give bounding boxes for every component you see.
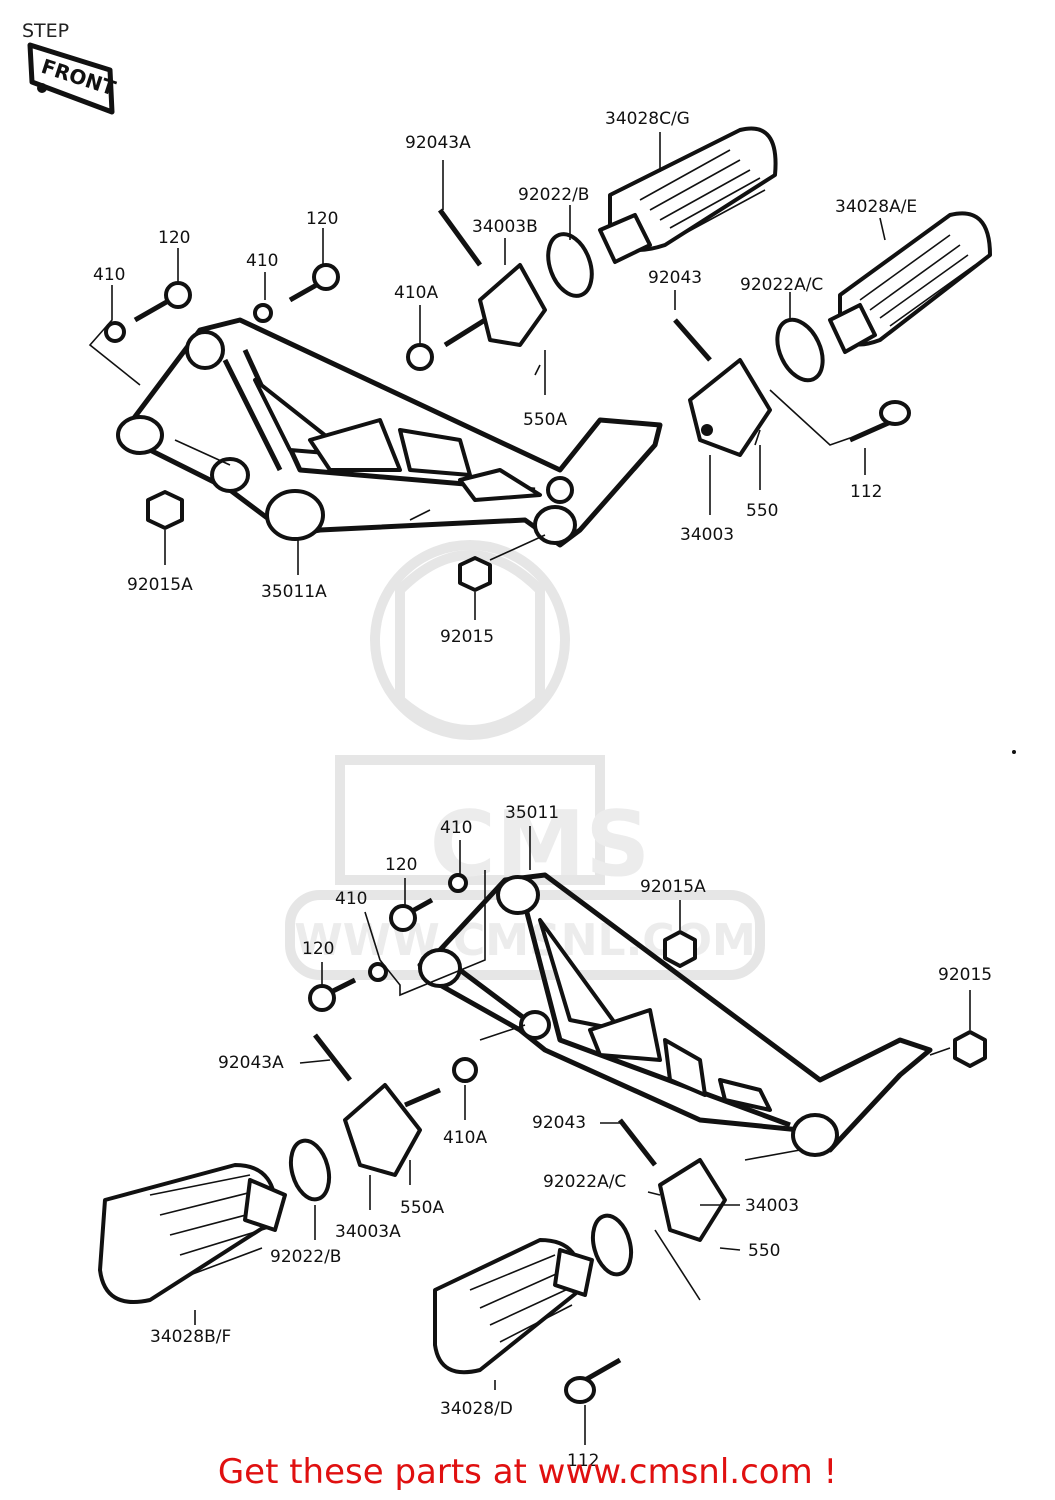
label-550a-lower: 550A (400, 1198, 444, 1218)
washer-410a (406, 343, 434, 371)
washer-92022a-c-lower (590, 1213, 634, 1277)
label-92015a-lower: 92015A (640, 877, 706, 897)
label-92022-b-upper: 92022/B (518, 185, 589, 205)
page-title: STEP (22, 20, 70, 42)
label-34003b: 34003B (472, 217, 538, 237)
bolt-120-lower-b-head (389, 904, 417, 932)
label-34003a: 34003A (335, 1222, 401, 1242)
label-550-upper: 550 (746, 501, 778, 521)
label-410-upper-a: 410 (93, 265, 125, 285)
front-marker: FRONT (27, 42, 119, 115)
bolt-120-a (133, 297, 172, 323)
label-92015-lower: 92015 (938, 965, 992, 985)
label-550-lower: 550 (748, 1241, 780, 1261)
bolt-34003b-stud (443, 317, 487, 348)
label-92043a-lower: 92043A (218, 1053, 284, 1073)
bolt-112-head (879, 400, 911, 426)
label-120-lower-b: 120 (302, 939, 334, 959)
label-92043-lower: 92043 (532, 1113, 586, 1133)
label-92022a-c-upper: 92022A/C (740, 275, 823, 295)
label-34028a-e: 34028A/E (835, 197, 917, 217)
holder-34003-hole (701, 424, 713, 436)
label-92043-upper: 92043 (648, 268, 702, 288)
label-410-upper-b: 410 (246, 251, 278, 271)
washer-410-b (253, 303, 273, 323)
holder-34003a (343, 1083, 422, 1177)
pin-92043a-lower (313, 1033, 352, 1082)
label-120-lower-a: 120 (385, 855, 417, 875)
cta-link[interactable]: Get these parts at www.cmsnl.com ! (217, 1452, 838, 1492)
nut-92015a (146, 490, 184, 530)
holder-34003b (478, 263, 547, 347)
bolt-120-b (288, 280, 322, 303)
holder-34003 (688, 358, 772, 457)
label-410a-lower: 410A (443, 1128, 487, 1148)
label-112-upper: 112 (850, 482, 882, 502)
label-34003-upper: 34003 (680, 525, 734, 545)
bolt-120-b-head (312, 263, 340, 291)
washer-92022-b (546, 232, 594, 298)
label-92022a-c-lower: 92022A/C (543, 1172, 626, 1192)
stud-34003a (404, 1087, 441, 1108)
upper-leader-lines (88, 132, 886, 620)
footpeg-34028b-f (98, 1163, 287, 1304)
lower-step-bracket (417, 872, 933, 1157)
bolt-120-a-head (164, 281, 192, 309)
label-92015-upper: 92015 (440, 627, 494, 647)
label-35011: 35011 (505, 803, 559, 823)
washer-92022a-c (775, 317, 825, 383)
washer-410-lower-b (448, 873, 468, 893)
upper-step-bracket (116, 317, 663, 548)
pin-92043 (673, 318, 712, 362)
bolt-112-lower-head (564, 1376, 596, 1404)
washer-92022-b-lower (288, 1138, 332, 1202)
label-92043a-upper: 92043A (405, 133, 471, 153)
pin-92043a (437, 208, 483, 267)
nut-92015a-lower (663, 930, 697, 968)
label-92022-b-lower: 92022/B (270, 1247, 341, 1267)
label-410-lower-a: 410 (440, 818, 472, 838)
label-112-lower: 112 (567, 1451, 599, 1471)
label-34028c-g: 34028C/G (605, 109, 690, 129)
label-34028-d: 34028/D (440, 1399, 513, 1419)
washer-410-lower-a (368, 962, 388, 982)
label-410a-upper: 410A (394, 283, 438, 303)
nut-92015 (458, 556, 492, 592)
pin-92043-lower (618, 1118, 657, 1167)
washer-410-a (104, 321, 126, 343)
label-120-upper-a: 120 (158, 228, 190, 248)
stray-dot (1012, 750, 1016, 754)
bolt-112-lower (583, 1357, 622, 1383)
footpeg-34028c-g (598, 126, 778, 264)
label-34003-lower: 34003 (745, 1196, 799, 1216)
label-410-lower-b: 410 (335, 889, 367, 909)
footpeg-34028-d (433, 1238, 594, 1375)
label-92015a-upper: 92015A (127, 575, 193, 595)
holder-34003-lower (658, 1158, 727, 1242)
label-35011a: 35011A (261, 582, 327, 602)
washer-410a-lower (452, 1057, 478, 1083)
lower-leader-lines (194, 826, 971, 1445)
label-550a-upper: 550A (523, 410, 567, 430)
label-34028b-f: 34028B/F (150, 1327, 231, 1347)
footpeg-34028a-e (828, 211, 992, 354)
label-120-upper-b: 120 (306, 209, 338, 229)
nut-92015-lower (953, 1030, 987, 1068)
bolt-120-lower-a-head (308, 984, 336, 1012)
